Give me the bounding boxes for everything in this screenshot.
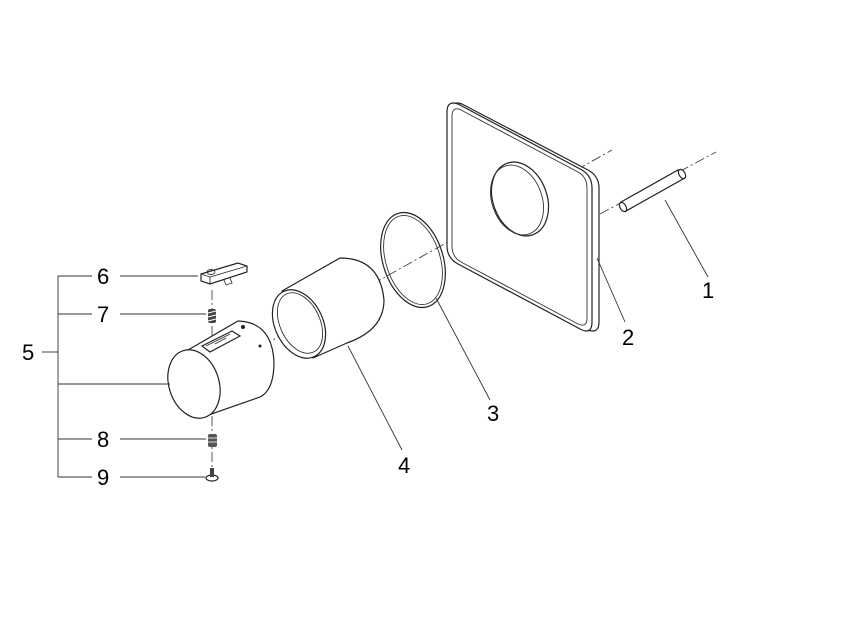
screw — [205, 468, 219, 482]
sleeve — [271, 257, 385, 359]
callout-6: 6 — [97, 264, 109, 289]
lever-block — [200, 262, 248, 286]
callout-2: 2 — [622, 325, 634, 350]
pin — [618, 168, 687, 213]
callout-1: 1 — [702, 278, 714, 303]
spring — [207, 309, 217, 323]
callout-9: 9 — [97, 465, 109, 490]
cover-plate — [446, 102, 600, 332]
threaded-insert — [208, 434, 217, 447]
plate-hole — [490, 161, 550, 237]
leader-lines — [42, 199, 709, 478]
callout-7: 7 — [97, 302, 109, 327]
callout-5: 5 — [22, 340, 34, 365]
callout-4: 4 — [398, 453, 410, 478]
callout-8: 8 — [97, 427, 109, 452]
callout-3: 3 — [487, 401, 499, 426]
o-ring — [380, 211, 446, 309]
handle-body — [167, 320, 275, 419]
